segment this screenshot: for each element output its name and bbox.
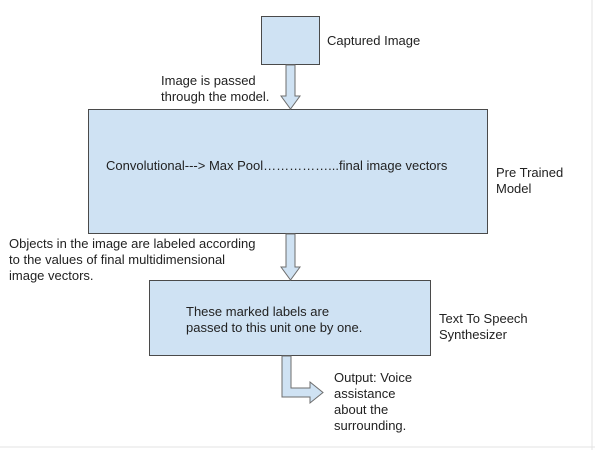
image-to-model-annotation: Image is passed through the model. — [161, 73, 270, 104]
pretrained-model-label: Pre Trained Model — [496, 165, 564, 196]
pretrained-model-pipeline-text: Convolutional---> Max Pool……………...final … — [106, 158, 448, 173]
arrow-tts-to-output — [281, 355, 324, 405]
model-to-tts-annotation: Objects in the image are labeled accordi… — [9, 236, 256, 283]
tts-label: Text To Speech Synthesizer — [439, 311, 528, 342]
pretrained-model-box: Convolutional---> Max Pool……………...final … — [88, 109, 488, 234]
tts-inner-text: These marked labels are passed to this u… — [186, 304, 363, 335]
captured-image-label: Captured Image — [327, 33, 421, 48]
arrow-image-to-model — [280, 64, 301, 110]
arrow-model-to-tts — [280, 233, 301, 281]
captured-image-box — [261, 16, 320, 65]
output-annotation: Output: Voice assistance about the surro… — [334, 370, 413, 433]
tts-box: These marked labels are passed to this u… — [149, 280, 431, 356]
